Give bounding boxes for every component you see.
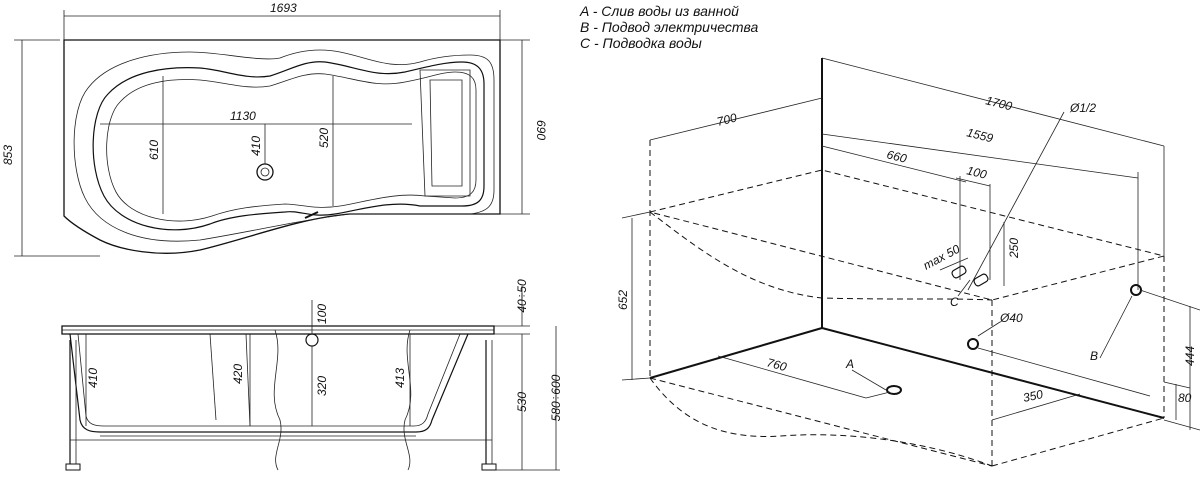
- dim-length-full: 1700: [984, 93, 1014, 113]
- dim-height-652: 652: [616, 290, 630, 310]
- tub-shell-outer: [73, 49, 495, 242]
- dim-side-depth-right: 413: [393, 368, 407, 388]
- side-body: [69, 333, 469, 433]
- leg-foot-left: [65, 463, 81, 471]
- drain-inner: [260, 167, 270, 177]
- dim-inner-depth-mid: 520: [317, 128, 331, 148]
- installation-view: 1700 1559 700 660 100 250 max 50 Ø1/2 C …: [616, 57, 1200, 467]
- dim-offset-660: 660: [885, 147, 908, 166]
- label-c: C: [950, 295, 959, 309]
- dim-height-530: 530: [515, 392, 529, 412]
- headrest: [419, 69, 471, 197]
- dim-total-length: 1693: [270, 1, 297, 15]
- dim-inner-depth-left: 610: [147, 140, 161, 160]
- water-connector-2: [973, 273, 989, 287]
- legend: A - Слив воды из ванной B - Подвод элект…: [579, 3, 759, 51]
- drain-a: [886, 385, 902, 395]
- dim-inner-length: 1130: [230, 109, 256, 123]
- top-view: 1693 853 690 1130 610 410 520: [1, 1, 548, 257]
- headrest-inner: [429, 79, 463, 187]
- label-hole-diameter: Ø40: [999, 311, 1023, 325]
- label-a: A: [845, 357, 854, 371]
- legend-item-a: A - Слив воды из ванной: [579, 3, 739, 19]
- dim-drain-offset: 410: [249, 136, 263, 156]
- dim-distance-760: 760: [765, 355, 788, 374]
- dim-rim-height: 40÷50: [515, 279, 529, 313]
- side-view: 410 420 100 320 413 40÷50 530 580÷600: [61, 279, 563, 471]
- tub-inner-rim: [92, 61, 485, 231]
- dim-drain-depth: 320: [315, 376, 329, 396]
- dim-height-80: 80: [1178, 391, 1192, 405]
- power-connector-b: [1130, 284, 1142, 296]
- electric-hole: [967, 338, 979, 350]
- dim-max-offset: max 50: [921, 242, 963, 273]
- label-pipe: Ø1/2: [1069, 101, 1096, 115]
- dim-total-depth: 853: [1, 145, 15, 165]
- dim-distance-350: 350: [1022, 387, 1045, 405]
- leg-foot-right: [481, 463, 497, 471]
- legend-item-b: B - Подвод электричества: [580, 19, 759, 35]
- label-b: B: [1090, 349, 1098, 363]
- dim-height-444: 444: [1183, 346, 1197, 366]
- legend-item-c: C - Подводка воды: [580, 35, 703, 51]
- dim-height-250: 250: [1007, 238, 1021, 259]
- dim-side-depth-left: 410: [86, 368, 100, 388]
- drain-a-top: [256, 163, 274, 181]
- dim-drain-height: 100: [315, 304, 329, 324]
- dim-right-depth: 690: [534, 120, 548, 140]
- water-connector-1: [951, 265, 967, 279]
- overflow-mark: [304, 211, 319, 219]
- dim-width-700: 700: [715, 110, 738, 129]
- dim-height-total: 580÷600: [549, 374, 563, 421]
- side-drain: [305, 333, 319, 347]
- dim-gap-100: 100: [965, 163, 988, 182]
- dim-side-depth-center: 420: [231, 364, 245, 384]
- dim-length-1559: 1559: [965, 125, 995, 145]
